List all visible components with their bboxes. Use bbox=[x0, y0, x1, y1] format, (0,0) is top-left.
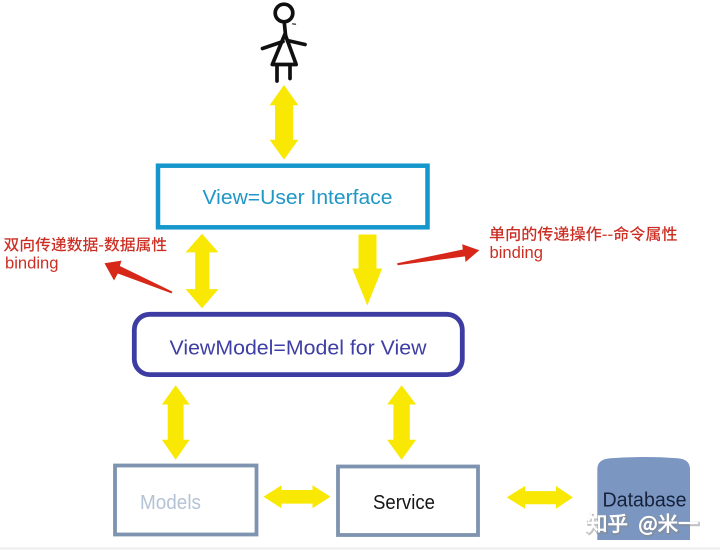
svg-text:Models: Models bbox=[140, 491, 201, 514]
svg-text:Service: Service bbox=[373, 491, 435, 514]
svg-text:Database: Database bbox=[603, 489, 687, 512]
svg-text:binding: binding bbox=[490, 244, 544, 262]
svg-text:binding: binding bbox=[5, 255, 59, 273]
svg-text:View=User Interface: View=User Interface bbox=[203, 186, 393, 209]
svg-text:ViewModel=Model for View: ViewModel=Model for View bbox=[170, 337, 427, 360]
